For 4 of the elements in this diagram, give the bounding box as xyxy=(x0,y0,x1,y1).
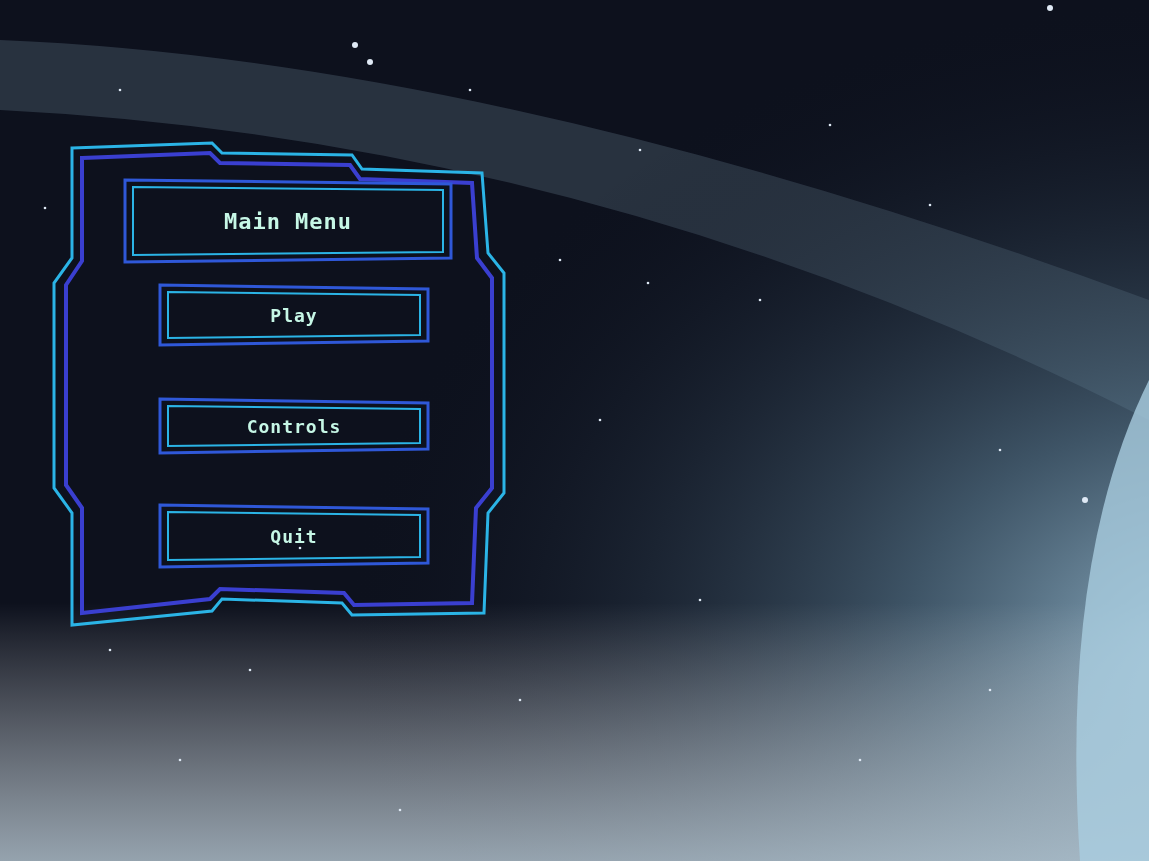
menu-header: Main Menu xyxy=(123,178,453,264)
menu-button: Quit xyxy=(158,503,430,569)
menu-button: Play xyxy=(158,283,430,347)
menu-button: Controls xyxy=(158,397,430,455)
